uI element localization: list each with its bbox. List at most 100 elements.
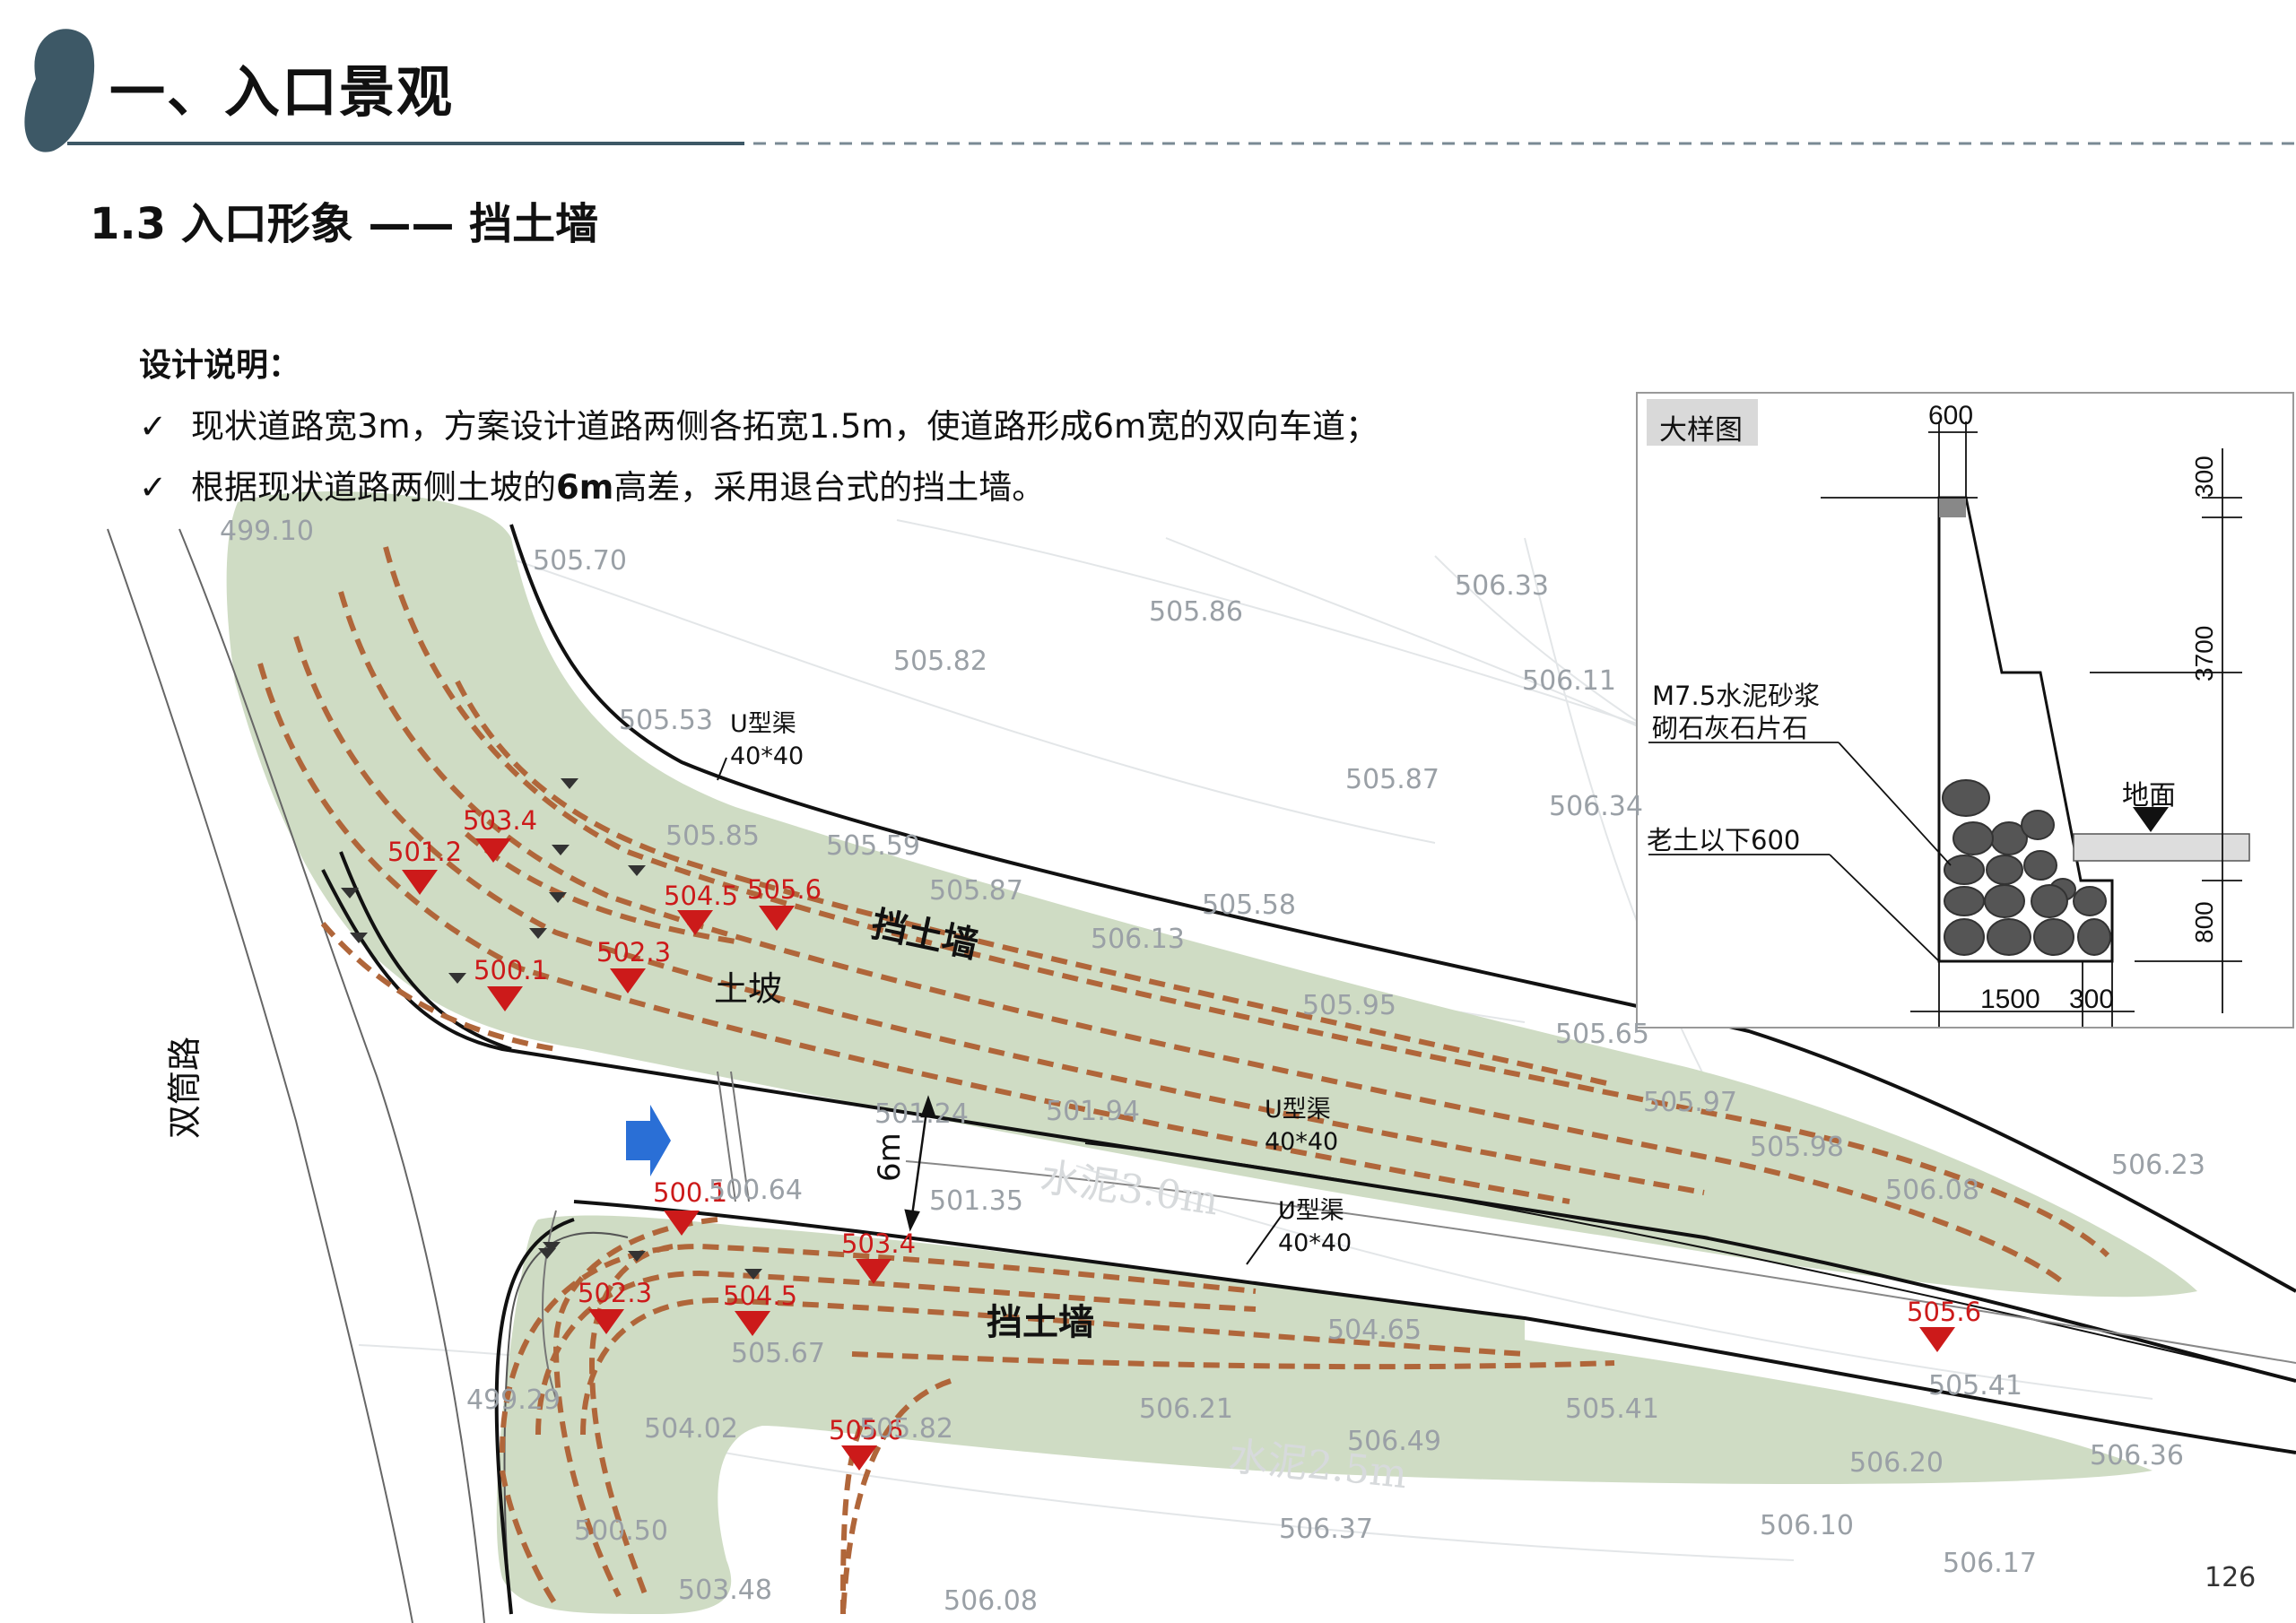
elevation-label: 504.5 xyxy=(723,1280,798,1311)
note-text: 现状道路宽3m，方案设计道路两侧各拓宽1.5m，使道路形成6m宽的双向车道； xyxy=(191,407,1379,446)
spot-height: 501.94 xyxy=(1046,1096,1140,1127)
elevation-label: 503.4 xyxy=(463,805,538,836)
note-text-post: 高差，采用退台式的挡土墙。 xyxy=(613,468,1046,507)
spot-height: 505.41 xyxy=(1928,1370,2022,1402)
elevation-label: 502.3 xyxy=(596,937,672,968)
spot-height: 506.36 xyxy=(2090,1440,2184,1471)
spot-height: 500.64 xyxy=(709,1175,803,1206)
spot-height: 500.50 xyxy=(574,1515,668,1547)
elevation-label: 504.5 xyxy=(664,881,739,911)
spot-height: 506.13 xyxy=(1091,924,1185,955)
spot-height: 506.17 xyxy=(1943,1548,2037,1579)
road-name-label: 双筒路 xyxy=(165,1036,204,1139)
dim-b1: 1500 xyxy=(1980,985,2040,1014)
red-marker xyxy=(856,1259,891,1284)
spot-height: 505.41 xyxy=(1565,1393,1659,1425)
page-number: 126 xyxy=(2205,1562,2257,1593)
elevation-label: 505.6 xyxy=(829,1415,904,1445)
dim-h3: 800 xyxy=(2190,901,2218,943)
note-item: ✓ 现状道路宽3m，方案设计道路两侧各拓宽1.5m，使道路形成6m宽的双向车道； xyxy=(139,399,1378,447)
ground-label: 地面 xyxy=(2122,780,2176,812)
spot-height: 505.70 xyxy=(533,545,627,577)
spot-height: 505.86 xyxy=(1149,596,1243,628)
red-marker xyxy=(664,1211,700,1236)
red-marker xyxy=(475,838,511,863)
spot-height: 505.67 xyxy=(731,1338,825,1369)
red-marker xyxy=(610,968,646,994)
notes-heading: 设计说明： xyxy=(139,347,301,384)
spot-height: 501.24 xyxy=(874,1098,969,1130)
slope-label: 土坡 xyxy=(714,969,783,1009)
spot-height: 504.65 xyxy=(1327,1315,1422,1346)
spot-height: 505.85 xyxy=(665,820,760,852)
terrace-lines-lower xyxy=(500,1217,1615,1615)
material-label: M7.5水泥砂浆砌石灰石片石 xyxy=(1652,681,1821,743)
spot-height: 505.65 xyxy=(1555,1019,1649,1050)
spot-height: 505.98 xyxy=(1750,1132,1844,1163)
green-area-lower xyxy=(496,1215,2152,1614)
spot-height: 505.97 xyxy=(1643,1087,1737,1118)
stone-fill xyxy=(1942,779,2111,956)
ground-marker-icon xyxy=(2133,807,2169,832)
spot-height: 499.29 xyxy=(466,1384,561,1416)
header-leaf-icon xyxy=(24,29,95,152)
dim-h1: 300 xyxy=(2190,456,2218,498)
spot-height: 505.59 xyxy=(826,830,920,862)
spot-height: 505.82 xyxy=(893,646,987,677)
spot-height: 504.02 xyxy=(644,1413,738,1445)
spot-height: 506.21 xyxy=(1139,1393,1233,1425)
spot-height: 503.48 xyxy=(678,1575,772,1606)
spot-height: 505.58 xyxy=(1202,890,1296,921)
spot-height: 505.87 xyxy=(1345,764,1439,795)
spot-height: 506.49 xyxy=(1347,1426,1441,1457)
elevation-label: 505.6 xyxy=(747,874,822,905)
red-marker xyxy=(1919,1327,1955,1352)
red-marker xyxy=(402,870,438,895)
elevation-label: 503.4 xyxy=(841,1228,917,1259)
note-text-pre: 根据现状道路两侧土坡的 xyxy=(191,468,556,507)
check-icon: ✓ xyxy=(139,468,168,507)
ground-hatch xyxy=(2073,833,2250,862)
road-edges xyxy=(107,524,2296,1623)
red-marker xyxy=(735,1311,770,1336)
detail-title-bg xyxy=(1647,399,1758,446)
elevation-label: 501.2 xyxy=(387,837,463,867)
elevation-label: 500.1 xyxy=(474,955,549,985)
spot-height: 505.87 xyxy=(929,875,1023,907)
survey-markers xyxy=(341,778,762,1280)
page-subtitle: 1.3 入口形象 —— 挡土墙 xyxy=(90,199,599,249)
red-marker xyxy=(588,1309,624,1334)
entrance-arrow-icon xyxy=(626,1105,671,1176)
detail-drawing xyxy=(1636,392,2294,1028)
spot-height: 506.23 xyxy=(2111,1150,2205,1181)
green-area-upper xyxy=(226,491,2197,1298)
spot-height: 506.34 xyxy=(1549,791,1643,822)
spot-height: 506.33 xyxy=(1455,570,1549,602)
foundation-label: 老土以下600 xyxy=(1647,825,1801,855)
leader-lines xyxy=(717,757,1292,1265)
spot-height: 499.10 xyxy=(220,516,314,547)
check-icon: ✓ xyxy=(139,407,168,446)
spot-height: 506.10 xyxy=(1760,1510,1854,1541)
spot-height: 506.37 xyxy=(1279,1514,1373,1545)
spot-height: 506.08 xyxy=(944,1585,1038,1617)
section-title: 一、入口景观 xyxy=(109,59,455,125)
green-area-lower-top xyxy=(574,1219,1525,1363)
spot-height: 506.11 xyxy=(1522,665,1616,697)
dim-b2: 300 xyxy=(2069,985,2115,1014)
red-marker xyxy=(841,1445,877,1471)
spot-height: 505.95 xyxy=(1302,990,1396,1021)
dim-h2: 3700 xyxy=(2190,625,2218,681)
retaining-wall-label-lower: 挡土墙 xyxy=(987,1302,1094,1343)
elevation-markers xyxy=(402,838,1955,1471)
width-label: 6m xyxy=(872,1133,908,1182)
elevation-label: 505.6 xyxy=(1907,1297,1982,1327)
wall-cap xyxy=(1939,498,1966,517)
red-marker xyxy=(759,906,795,931)
red-marker xyxy=(677,910,713,935)
spot-height: 505.53 xyxy=(619,705,713,736)
